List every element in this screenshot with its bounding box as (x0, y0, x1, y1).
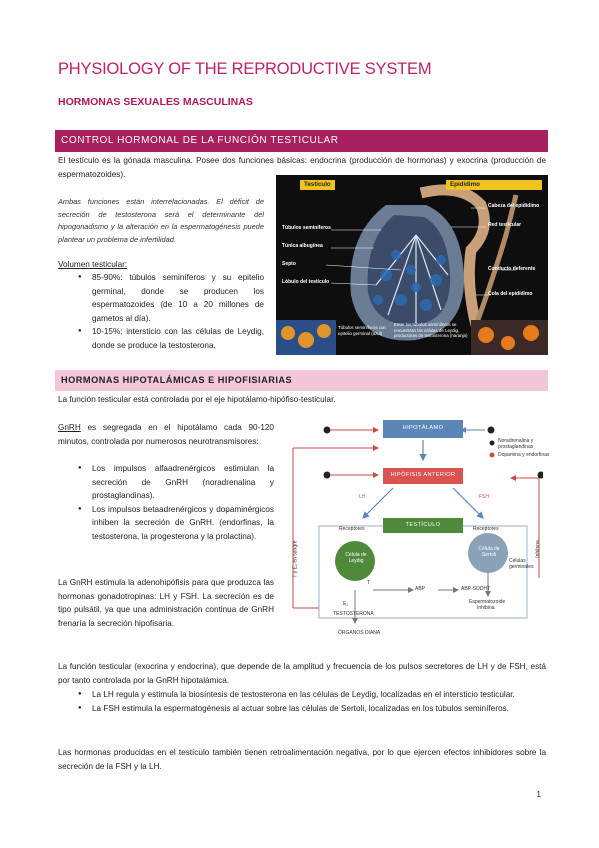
figure1-label: Túbulos seminíferos (282, 225, 331, 231)
function-list: La LH regula y estimula la biosíntesis d… (76, 688, 546, 715)
document-title: PHYSIOLOGY OF THE REPRODUCTIVE SYSTEM (58, 60, 432, 78)
figure1-caption-right: Entre los túbulos seminíferos se encuent… (394, 322, 468, 338)
figure1-header-left: Testículo (300, 180, 335, 190)
legend-plus: Noradrenalina y prostaglandinas (498, 438, 534, 450)
receptores-right: Receptores (473, 526, 499, 532)
espermatozoide-label: Espermatozoide (469, 599, 506, 605)
organos-diana-label: ÓRGANOS DIANA (338, 630, 381, 636)
figure1-label: Conducto deferente (488, 266, 536, 272)
hipofisis-box: HIPÓFISIS ANTERIOR (383, 468, 463, 484)
figure1-label: Lóbulo del testículo (282, 279, 330, 285)
testiculo-box: TESTÍCULO (383, 518, 463, 533)
gnrh-paragraph: GnRH es segregada en el hipotálamo cada … (58, 421, 274, 448)
inhibina-box-label: Inhibina (477, 605, 495, 611)
figure1-label: Túnica albugínea (282, 243, 323, 249)
t-label: T (367, 580, 371, 586)
testis-illustration: Testículo Epidídimo Túbulos seminíferos … (276, 175, 548, 355)
volume-item: 10-15%: intersticio con las células de L… (76, 325, 264, 352)
side-label-left: T y E₂ en sangre (292, 540, 299, 578)
function-paragraph: La función testicular (exocrina y endocr… (58, 662, 546, 685)
gnrh-stimulation-paragraph: La GnRH estimula la adenohipófisis para … (58, 578, 274, 628)
sertoli-label: Célula de Sertoli (478, 546, 500, 558)
figure1-label: Septo (282, 261, 296, 267)
page-number: 1 (536, 790, 541, 799)
sertoli-cell-shape (468, 533, 508, 573)
function-item: La LH regula y estimula la biosíntesis d… (76, 688, 546, 702)
document-subtitle: HORMONAS SEXUALES MASCULINAS (58, 96, 253, 108)
testosterona-label: TESTOSTERONA (333, 611, 374, 617)
abp-sodht-label: ABP-SODHT (461, 586, 491, 592)
section-heading-control-hormonal: CONTROL HORMONAL DE LA FUNCIÓN TESTICULA… (55, 130, 548, 152)
leydig-label: Célula de Leydig (345, 552, 367, 564)
section-heading-hormonas-hipotalamicas: HORMONAS HIPOTALÁMICAS E HIPOFISIARIAS (55, 370, 548, 391)
leydig-cell-shape (335, 541, 375, 581)
lh-label: LH (359, 494, 366, 500)
section1-note: Ambas funciones están interrelacionadas.… (58, 197, 264, 244)
figure1-label: Red testicular (488, 222, 522, 228)
e2-label: E₂ (343, 601, 349, 607)
testis-drawing (276, 184, 548, 355)
diagram-lines (292, 426, 543, 624)
epididymis (419, 184, 490, 327)
volume-item: 85-90%: túbulos seminíferos y su epiteli… (76, 271, 264, 325)
gnrh-term: GnRH (58, 423, 81, 432)
side-label-right: Inhibina (534, 540, 541, 558)
gnrh-item: Los impulsos alfaadrenérgicos estimulan … (76, 462, 274, 503)
germinales-label: Células germinales (509, 558, 534, 570)
volume-list: 85-90%: túbulos seminíferos y su epiteli… (76, 271, 264, 352)
section1-intro: El testículo es la gónada masculina. Pos… (58, 156, 546, 179)
gnrh-item: Los impulsos betaadrenérgicos y dopaminé… (76, 503, 274, 544)
section2-intro: La función testicular está controlada po… (58, 395, 336, 404)
figure1-label: Cabeza del epidídimo (488, 203, 540, 209)
figure1-caption-left: Túbulos seminíferos con epitelio germina… (338, 325, 386, 336)
hormonal-axis-diagram: HIPOTÁLAMO HIPÓFISIS ANTERIOR TESTÍCULO … (283, 418, 549, 640)
hipotalamo-box: HIPOTÁLAMO (383, 420, 463, 438)
closing-paragraph: Las hormonas producidas en el testículo … (58, 748, 546, 771)
fsh-label: FSH (479, 494, 489, 500)
abp-label: ABP (415, 586, 426, 592)
vas-deferens (473, 194, 519, 326)
volume-heading: Volumen testicular: (58, 260, 128, 269)
figure1-header-right: Epidídimo (446, 180, 542, 190)
figure1-label: Cola del epidídimo (488, 291, 533, 297)
legend-minus: Dopamina y endorfinas (498, 452, 550, 458)
function-item: La FSH estimula la espermatogénesis al a… (76, 702, 546, 716)
gnrh-list: Los impulsos alfaadrenérgicos estimulan … (76, 462, 274, 543)
gnrh-text: es segregada en el hipotálamo cada 90-12… (58, 423, 274, 446)
receptores-left: Receptores (339, 526, 365, 532)
